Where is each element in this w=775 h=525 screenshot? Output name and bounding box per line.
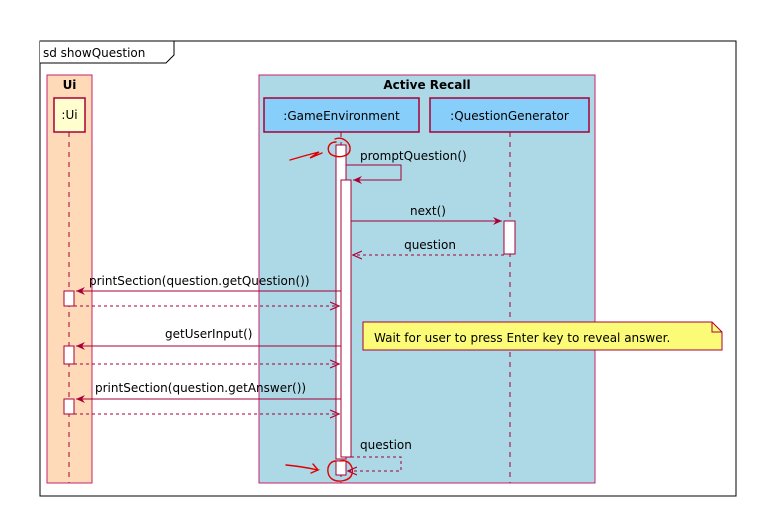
- frame-label-tab: [40, 40, 175, 64]
- message-next-label: next(): [410, 204, 446, 218]
- activation-ui-2: [63, 345, 75, 365]
- participant-qgen: [429, 97, 590, 133]
- participant-game: [263, 97, 420, 133]
- message-prompt-question-label: promptQuestion(): [360, 149, 467, 163]
- message-print-question-label: printSection(question.getQuestion()): [89, 274, 310, 288]
- return-question-label: question: [404, 238, 456, 252]
- box-active-recall: [258, 74, 596, 484]
- return-self-question-label: question: [360, 438, 412, 452]
- activation-game-end: [335, 460, 347, 476]
- box-ui-title: Ui: [63, 78, 77, 92]
- note-fold: [711, 322, 722, 333]
- message-print-answer-label: printSection(question.getAnswer()): [95, 381, 306, 395]
- message-get-user-input-label: getUserInput(): [165, 327, 253, 341]
- note: [362, 321, 723, 351]
- message-prompt-question-arrow: [346, 164, 402, 184]
- activation-qgen: [503, 220, 516, 255]
- return-self-question-arrow: [348, 456, 402, 471]
- participant-game-label: :GameEnvironment: [283, 109, 400, 123]
- note-text: Wait for user to press Enter key to reve…: [374, 331, 670, 345]
- frame-label: sd showQuestion: [43, 46, 145, 60]
- activation-game-inner: [340, 179, 352, 458]
- participant-qgen-label: :QuestionGenerator: [450, 109, 569, 123]
- hand-annotation-bottom: [285, 459, 354, 482]
- participant-ui-label: :Ui: [61, 108, 77, 122]
- box-active-recall-title: Active Recall: [383, 78, 470, 92]
- hand-annotation-top: [289, 137, 351, 161]
- activation-ui-1: [63, 290, 75, 307]
- activation-ui-3: [63, 398, 75, 415]
- participant-ui: [53, 97, 86, 133]
